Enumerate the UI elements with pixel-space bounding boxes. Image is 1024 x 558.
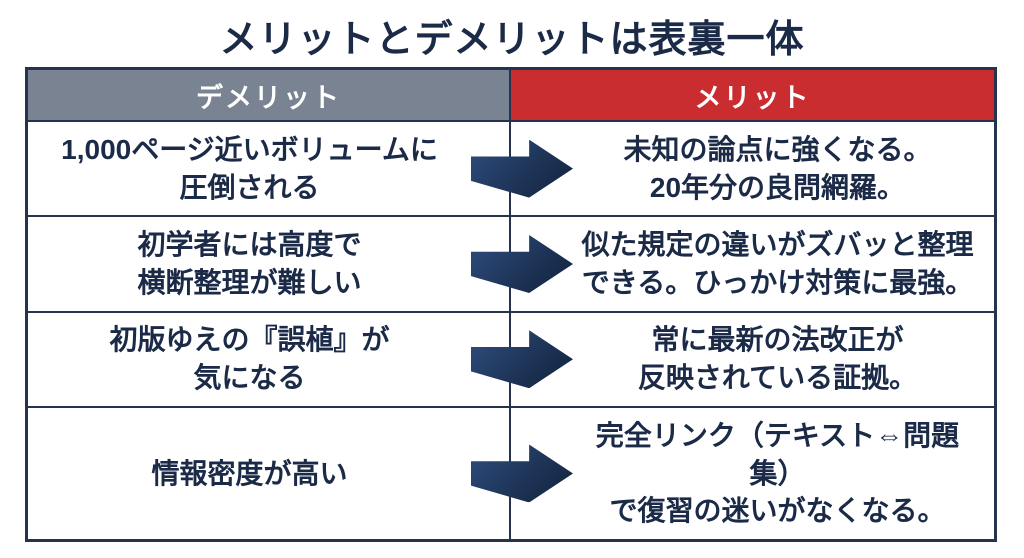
table-row: 1,000ページ近いボリュームに 圧倒される 未知の論点に強くなる。 20年分の… (28, 120, 994, 216)
demerit-cell: 1,000ページ近いボリュームに 圧倒される (28, 122, 511, 216)
table-row: 初版ゆえの『誤植』が 気になる 常に最新の法改正が 反映されている証拠。 (28, 310, 994, 406)
demerit-cell: 初版ゆえの『誤植』が 気になる (28, 312, 511, 406)
merit-column-header: メリット (511, 70, 994, 120)
page-title: メリットとデメリットは表裏一体 (219, 19, 805, 61)
merit-cell: 常に最新の法改正が 反映されている証拠。 (637, 324, 918, 394)
demerit-cell: 情報密度が高い (28, 407, 511, 539)
table-row: 初学者には高度で 横断整理が難しい 似た規定の違いがズバッと整理 できる。ひっか… (28, 215, 994, 311)
demerit-cell: 初学者には高度で 横断整理が難しい (28, 217, 511, 311)
merit-cell: 完全リンク（テキスト⇔問題集） で復習の迷いがなくなる。 (595, 419, 960, 527)
table-header-row: デメリット メリット (28, 70, 994, 120)
merit-cell: 未知の論点に強くなる。 20年分の良問網羅。 (623, 133, 932, 203)
demerit-column-header: デメリット (28, 70, 511, 120)
merit-cell: 似た規定の違いがズバッと整理 できる。ひっかけ対策に最強。 (581, 229, 974, 298)
comparison-table: デメリット メリット 1,000ページ近いボリュームに 圧倒される 未知の論点に… (25, 67, 997, 542)
table-row: 情報密度が高い 完全リンク（テキスト⇔問題集） で復習の迷いがなくなる。 (28, 405, 994, 539)
